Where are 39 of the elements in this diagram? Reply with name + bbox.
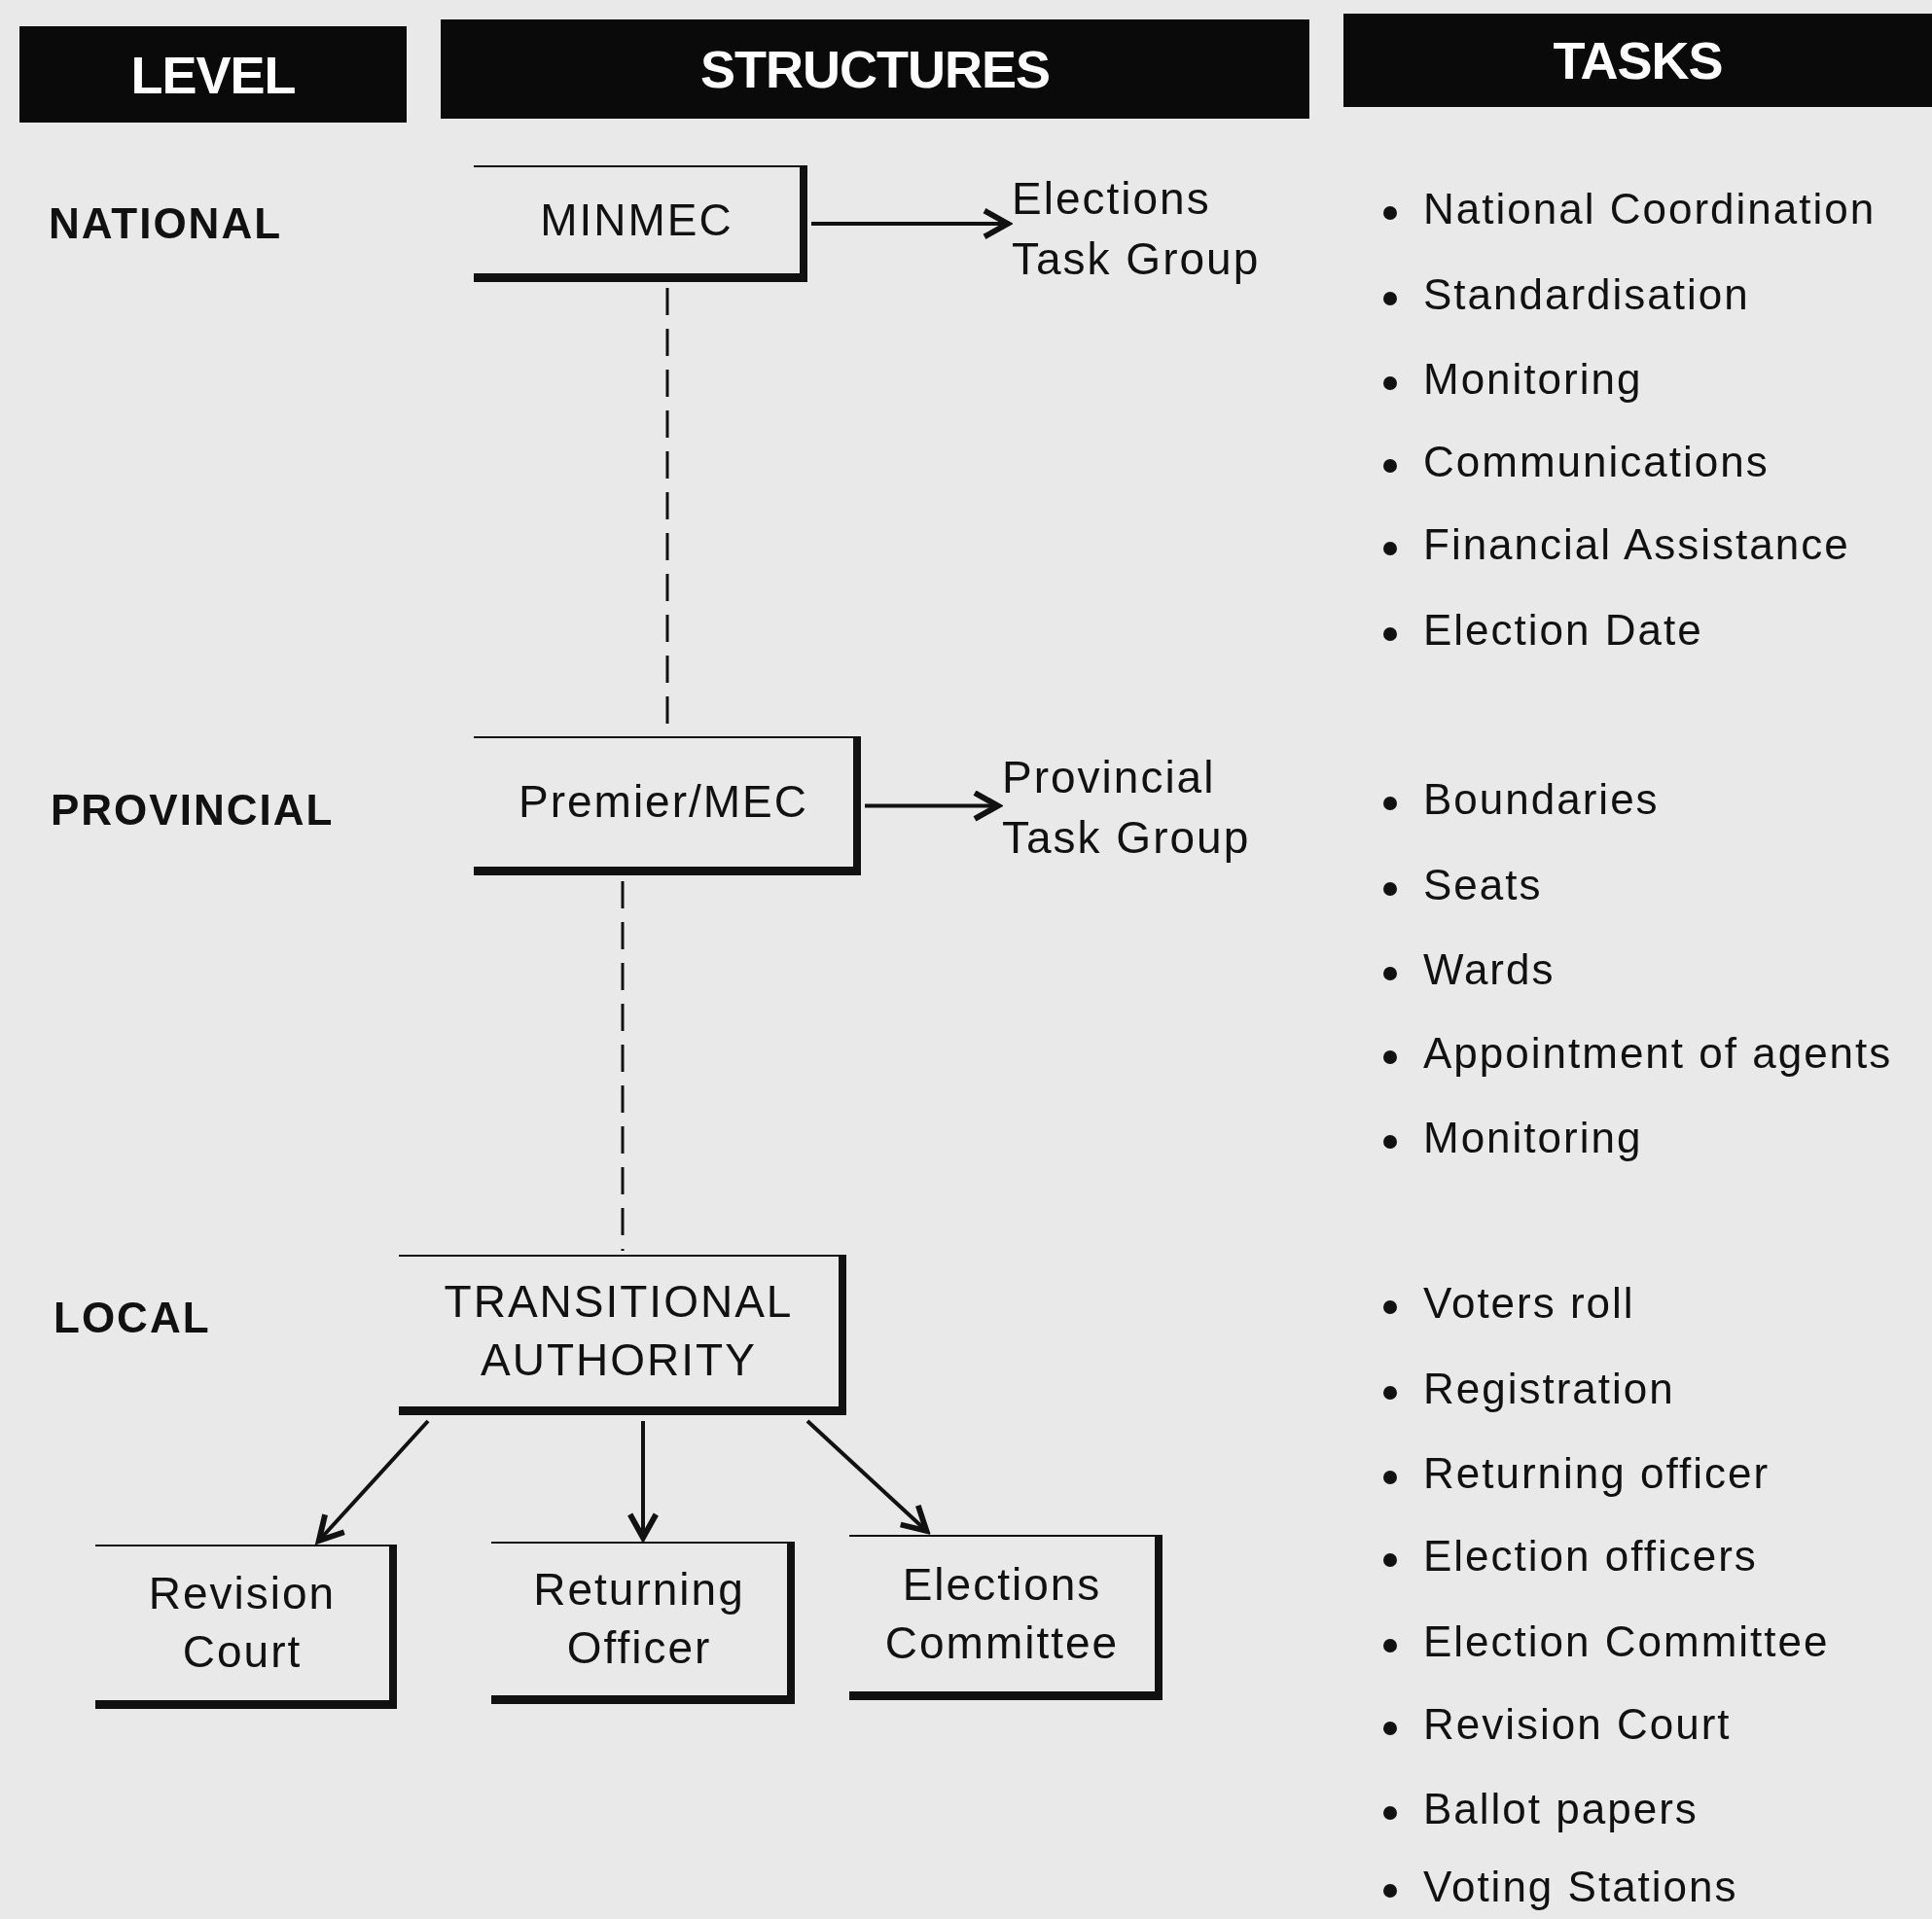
task-item: Election officers [1423,1532,1758,1581]
task-item: Wards [1423,945,1556,994]
level-label: LOCAL [54,1294,211,1342]
structure-box: MINMEC [474,165,807,282]
column-header: TASKS [1343,14,1932,107]
task-item: Registration [1423,1365,1675,1413]
structure-box: Revision Court [95,1545,397,1709]
task-item: Boundaries [1423,775,1660,824]
dashed-line [621,881,625,1251]
level-label: NATIONAL [49,199,283,248]
task-item: Returning officer [1423,1449,1771,1498]
task-item: Election Committee [1423,1617,1830,1666]
arrow [811,207,1011,240]
task-item: Seats [1423,861,1543,909]
arrow [865,790,1001,822]
arrow [805,1419,930,1534]
column-header: STRUCTURES [441,19,1309,119]
task-item: Voters roll [1423,1279,1635,1328]
task-item: Communications [1423,438,1770,486]
structure-box: Premier/MEC [474,736,861,875]
task-group-text: Elections Task Group [1012,165,1313,292]
structure-box: Elections Committee [849,1535,1163,1700]
task-item: Monitoring [1423,355,1643,404]
arrow [626,1421,660,1541]
task-item: Standardisation [1423,270,1750,319]
task-item: Revision Court [1423,1700,1732,1749]
task-group-text: Provincial Task Group [1002,741,1294,873]
task-item: Financial Assistance [1423,520,1850,569]
task-item: Appointment of agents [1423,1029,1893,1078]
structure-box: Returning Officer [491,1542,795,1704]
level-label: PROVINCIAL [51,786,335,835]
task-item: Monitoring [1423,1114,1643,1162]
structure-box: TRANSITIONAL AUTHORITY [399,1255,846,1415]
task-item: Ballot papers [1423,1785,1699,1833]
arrow [315,1419,430,1544]
column-header: LEVEL [19,26,407,123]
task-item: National Coordination [1423,185,1877,233]
task-item: Election Date [1423,606,1703,655]
task-item: Voting Stations [1423,1863,1738,1911]
